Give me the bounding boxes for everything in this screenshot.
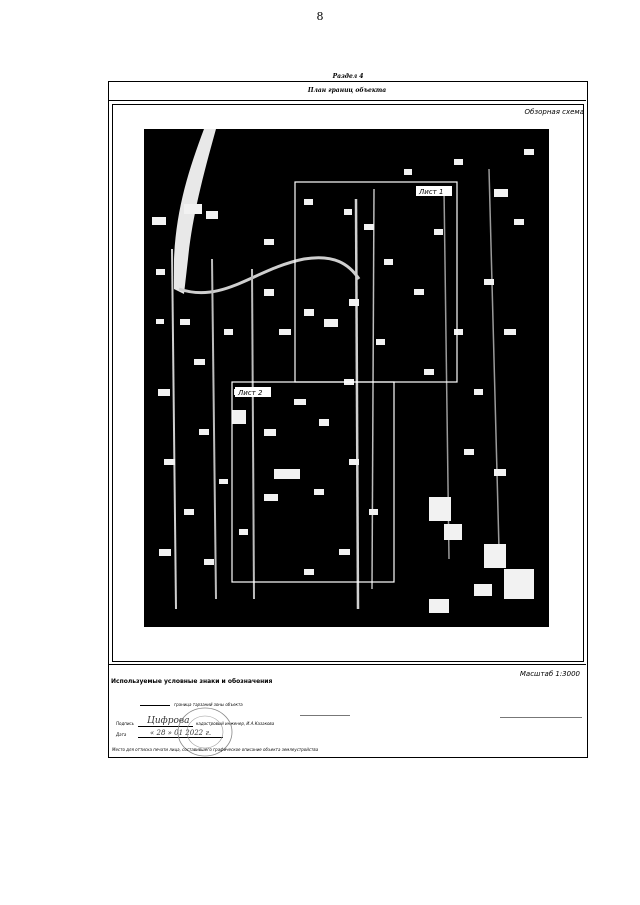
sheet-label-2: Лист 2 (237, 389, 263, 397)
legend-item-text: граница тарзаний зоны объекта (174, 702, 243, 707)
signature-role-name: кадастровый инженер, И.А.Казакова (196, 721, 275, 726)
separator-line (108, 664, 586, 665)
legend-line-symbol (140, 705, 170, 706)
sheet-label-box-1 (416, 186, 452, 196)
page-number: 8 (316, 10, 324, 23)
signature-label: Подпись (116, 721, 134, 726)
scale-label: Масштаб 1:3000 (519, 670, 580, 678)
document-frame (108, 81, 588, 758)
sheet-label-1: Лист 1 (418, 188, 443, 196)
section-label: Раздел 4 (332, 73, 364, 80)
sheet-label-box-2 (235, 387, 271, 397)
overview-label: Обзорная схема (524, 108, 584, 116)
aerial-photo: Лист 1 Лист 2 (144, 129, 549, 627)
handwritten-date: « 28 » 01 2022 г. (150, 729, 212, 737)
date-label: Дата (116, 732, 127, 737)
line-decoration (500, 717, 582, 718)
signature-line (138, 726, 193, 727)
table-title: План границ объекта (108, 81, 586, 101)
date-line (138, 737, 223, 738)
seal-stamp (177, 707, 233, 757)
handwritten-signature: Цифрова (147, 716, 190, 726)
aerial-photo-graphic: Лист 1 Лист 2 (144, 129, 549, 627)
line-decoration (300, 715, 350, 716)
map-cell (112, 104, 584, 662)
footnote: Место для оттиска печати лица, составивш… (112, 747, 319, 752)
legend-title: Используемые условные знаки и обозначени… (111, 678, 273, 685)
